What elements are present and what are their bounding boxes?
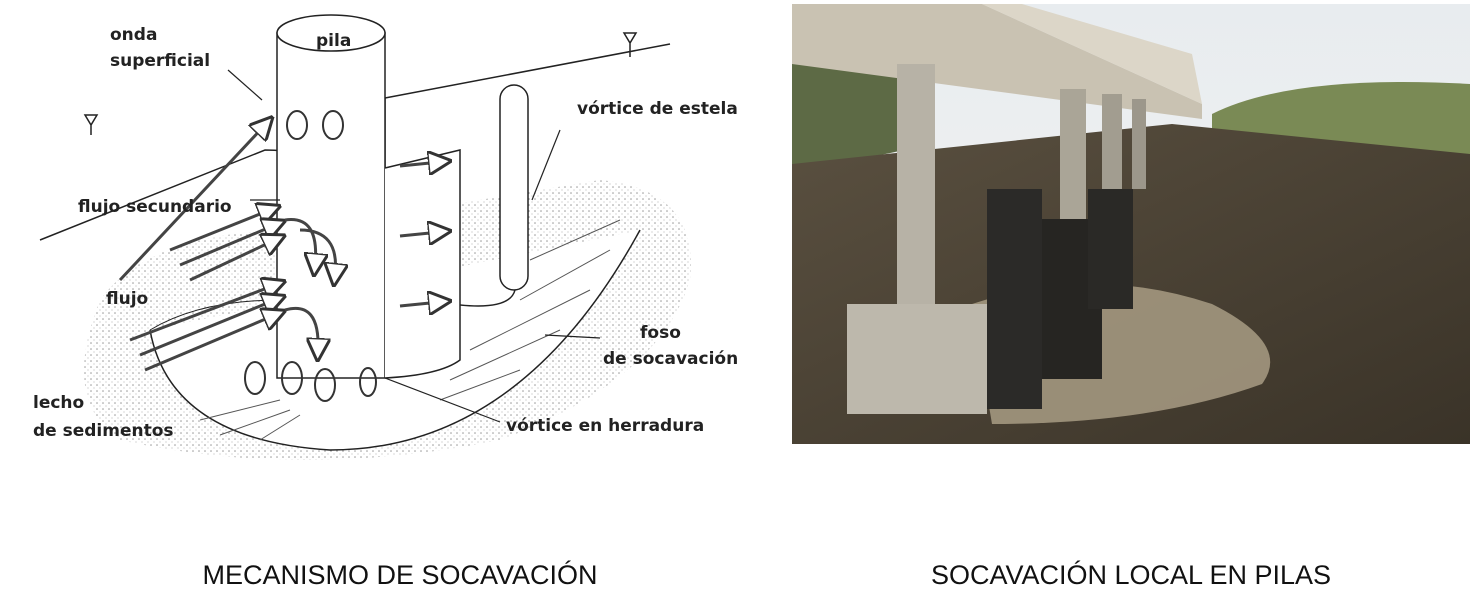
- bridge-piers: [847, 64, 1146, 414]
- label-superficial: superficial: [110, 51, 210, 71]
- scour-hatching: [199, 219, 621, 441]
- label-vortice-estela: vórtice de estela: [577, 99, 738, 119]
- photo-caption: SOCAVACIÓN LOCAL EN PILAS: [930, 560, 1332, 590]
- leader-lines: [227, 69, 601, 423]
- horseshoe-vortices: [244, 110, 377, 402]
- label-flujo: flujo: [106, 289, 148, 309]
- diagram-caption: MECANISMO DE SOCAVACIÓN: [202, 560, 598, 590]
- label-flujo-secundario: flujo secundario: [78, 197, 232, 217]
- label-pila: pila: [316, 31, 351, 51]
- flow-arrows: [118, 125, 440, 372]
- label-lecho: lecho: [33, 393, 84, 413]
- bridge-deck: [792, 4, 1202, 119]
- label-vortice-herradura: vórtice en herradura: [506, 416, 704, 436]
- label-de-socavacion: de socavación: [603, 349, 738, 369]
- label-foso: foso: [640, 323, 681, 343]
- bridge-pier-scour-photo: [792, 4, 1470, 444]
- label-de-sedimentos: de sedimentos: [33, 421, 174, 441]
- scour-mechanism-diagram: pila onda superficial vórtice de estela …: [33, 14, 738, 460]
- label-onda: onda: [110, 25, 157, 45]
